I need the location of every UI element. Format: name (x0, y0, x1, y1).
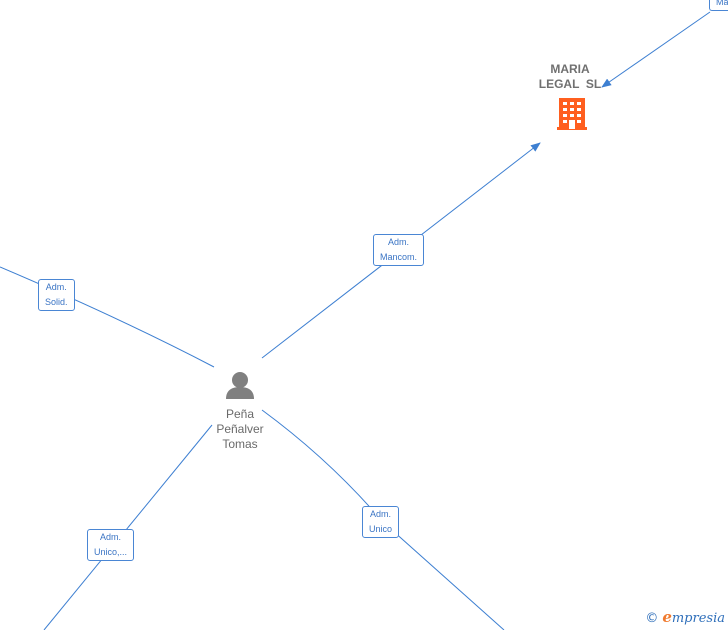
company-name-line2: LEGAL SL (538, 77, 602, 91)
edge-label-line1: Adm. (370, 509, 392, 519)
person-name-line2: Peñalver (216, 422, 264, 436)
person-name-line3: Tomas (222, 437, 258, 451)
edge-label-line2: Solid. (45, 297, 68, 307)
person-node-label[interactable]: Peña Peñalver Tomas (200, 407, 280, 452)
edge-label-line1: Adm. (388, 237, 410, 247)
company-name-line1: MARIA (550, 62, 590, 76)
edge-label-line1: Ma (716, 0, 728, 7)
company-node-label[interactable]: MARIA LEGAL SL (530, 62, 610, 92)
person-icon[interactable] (226, 372, 254, 399)
edge-label-top-right-partial[interactable]: Ma (709, 0, 728, 11)
building-icon[interactable] (557, 98, 587, 130)
person-name-line1: Peña (225, 407, 255, 421)
edge-label-adm-solid[interactable]: Adm. Solid. (38, 279, 75, 311)
brand-initial: e (662, 608, 672, 626)
edge-top-right (601, 11, 711, 88)
edge-label-adm-mancom[interactable]: Adm. Mancom. (373, 234, 425, 266)
edge-label-line2: Unico,... (94, 547, 128, 557)
empresia-watermark: ©empresia (645, 608, 725, 626)
edge-label-line1: Adm. (100, 532, 122, 542)
edge-label-adm-unico[interactable]: Adm. Unico (362, 506, 400, 538)
edge-label-adm-unico-truncated[interactable]: Adm. Unico,... (87, 529, 135, 561)
edge-adm-solid (0, 266, 215, 368)
copyright-symbol: © (645, 611, 659, 626)
brand-name: empresia (662, 608, 725, 626)
edge-label-line2: Unico (369, 524, 393, 534)
edge-adm-unico-trunc (43, 424, 213, 630)
edge-label-line2: Mancom. (380, 252, 418, 262)
brand-rest: mpresia (671, 611, 725, 626)
edge-label-line1: Adm. (45, 282, 67, 292)
